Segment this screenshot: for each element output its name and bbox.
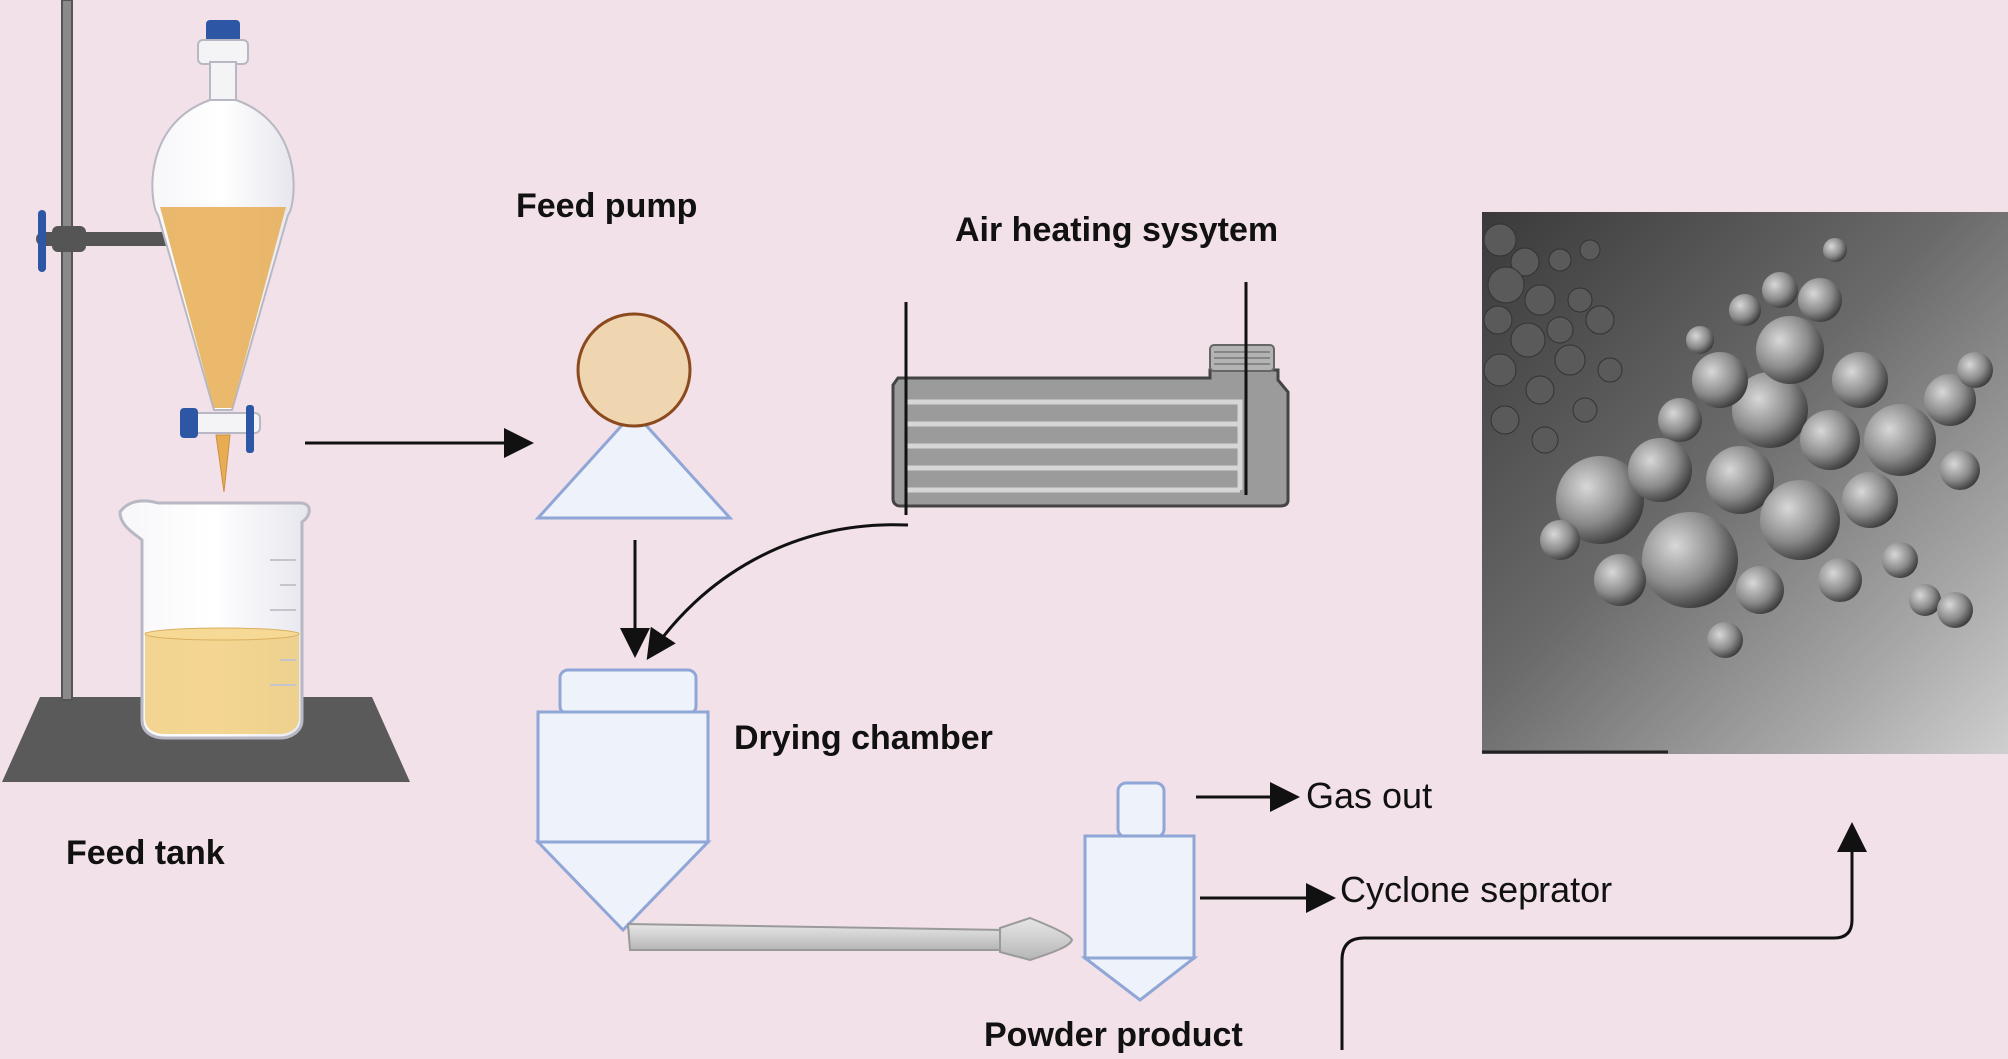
sem-micrograph [1482,212,2008,754]
label-feed-pump: Feed pump [516,187,697,225]
label-air-heating: Air heating sysytem [955,211,1278,249]
label-feed-tank: Feed tank [66,834,225,872]
beaker-liquid [145,632,299,734]
arrow-heater-to-chamber [646,523,909,660]
drying-chamber [534,668,712,933]
feed-tank [2,0,410,782]
beaker [118,499,311,740]
funnel-liquid [160,207,286,408]
transfer-tube [626,916,1074,962]
feed-pump [534,312,734,520]
pump-ball [576,312,692,428]
air-heating-system [891,282,1290,515]
label-powder: Powder product [984,1016,1243,1054]
arrow-to-sem [1340,822,1867,1050]
cyclone-separator [1080,781,1199,1002]
label-gas-out: Gas out [1306,775,1432,816]
label-cyclone: Cyclone seprator [1340,869,1612,910]
stand-rod [61,0,73,701]
separatory-funnel [151,20,295,493]
label-drying-chamber: Drying chamber [734,719,993,757]
pump-base [534,409,734,520]
